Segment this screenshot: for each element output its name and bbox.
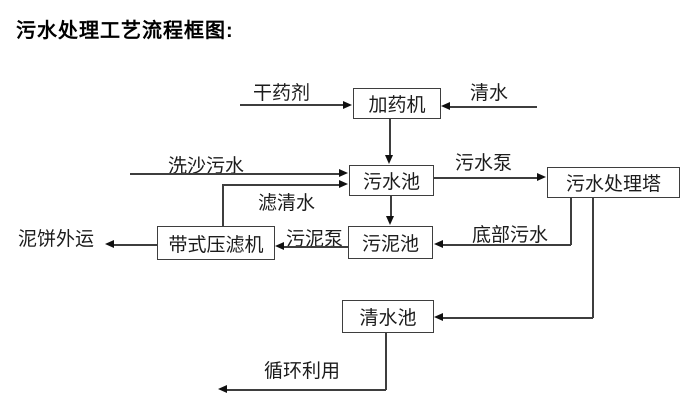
node-belt-filter-press: 带式压滤机 <box>157 226 275 260</box>
arrow-left-icon <box>434 313 443 321</box>
edge-sand-washing-line <box>130 173 340 175</box>
edge-tower-to-clear-line <box>443 317 593 319</box>
arrow-left-icon <box>218 385 227 393</box>
label-sewage-pump: 污水泵 <box>455 153 513 174</box>
arrow-right-icon <box>339 180 348 188</box>
edge-filtered-water-line <box>222 184 340 186</box>
node-sewage-pool: 污水池 <box>349 165 434 196</box>
page-title: 污水处理工艺流程框图: <box>16 20 234 42</box>
label-recycle-use: 循环利用 <box>264 361 341 382</box>
node-clear-water-pool: 清水池 <box>342 300 434 333</box>
label-filtered-water: 滤清水 <box>258 193 316 214</box>
label-clean-water: 清水 <box>470 83 509 104</box>
label-dry-agent: 干药剂 <box>253 83 311 104</box>
edge-bottom-sewage-line <box>443 244 571 246</box>
edge-mud-cake-line <box>114 244 157 246</box>
arrow-right-icon <box>537 173 546 181</box>
edge-filtered-water-vline <box>222 184 224 226</box>
arrow-left-icon <box>434 240 443 248</box>
edge-clean-water-line <box>450 106 537 108</box>
edge-recycle-line <box>227 389 386 391</box>
label-sludge-pump: 污泥泵 <box>286 229 344 250</box>
node-sludge-pool: 污泥池 <box>348 226 433 259</box>
label-sand-washing-sewage: 洗沙污水 <box>168 156 245 177</box>
edge-tower-to-clear-vline <box>592 197 594 318</box>
arrow-down-icon <box>386 216 394 225</box>
label-bottom-sewage: 底部污水 <box>472 225 549 246</box>
label-mud-cake-out: 泥饼外运 <box>18 229 95 250</box>
node-dosing-machine: 加药机 <box>353 88 441 119</box>
arrow-left-icon <box>105 240 114 248</box>
edge-dosing-to-sewage-line <box>389 119 391 156</box>
node-treatment-tower: 污水处理塔 <box>547 167 680 198</box>
edge-sewage-pump-line <box>434 177 538 179</box>
edge-dry-agent-line <box>240 104 344 106</box>
arrow-left-icon <box>441 102 450 110</box>
arrow-right-icon <box>343 101 352 109</box>
edge-sludge-pump-line <box>284 246 348 248</box>
edge-bottom-sewage-vline <box>570 197 572 245</box>
arrow-right-icon <box>339 169 348 177</box>
arrow-left-icon <box>275 242 284 250</box>
edge-recycle-vline <box>385 332 387 390</box>
arrow-down-icon <box>385 155 393 164</box>
edge-sewage-to-sludge-line <box>390 196 392 217</box>
